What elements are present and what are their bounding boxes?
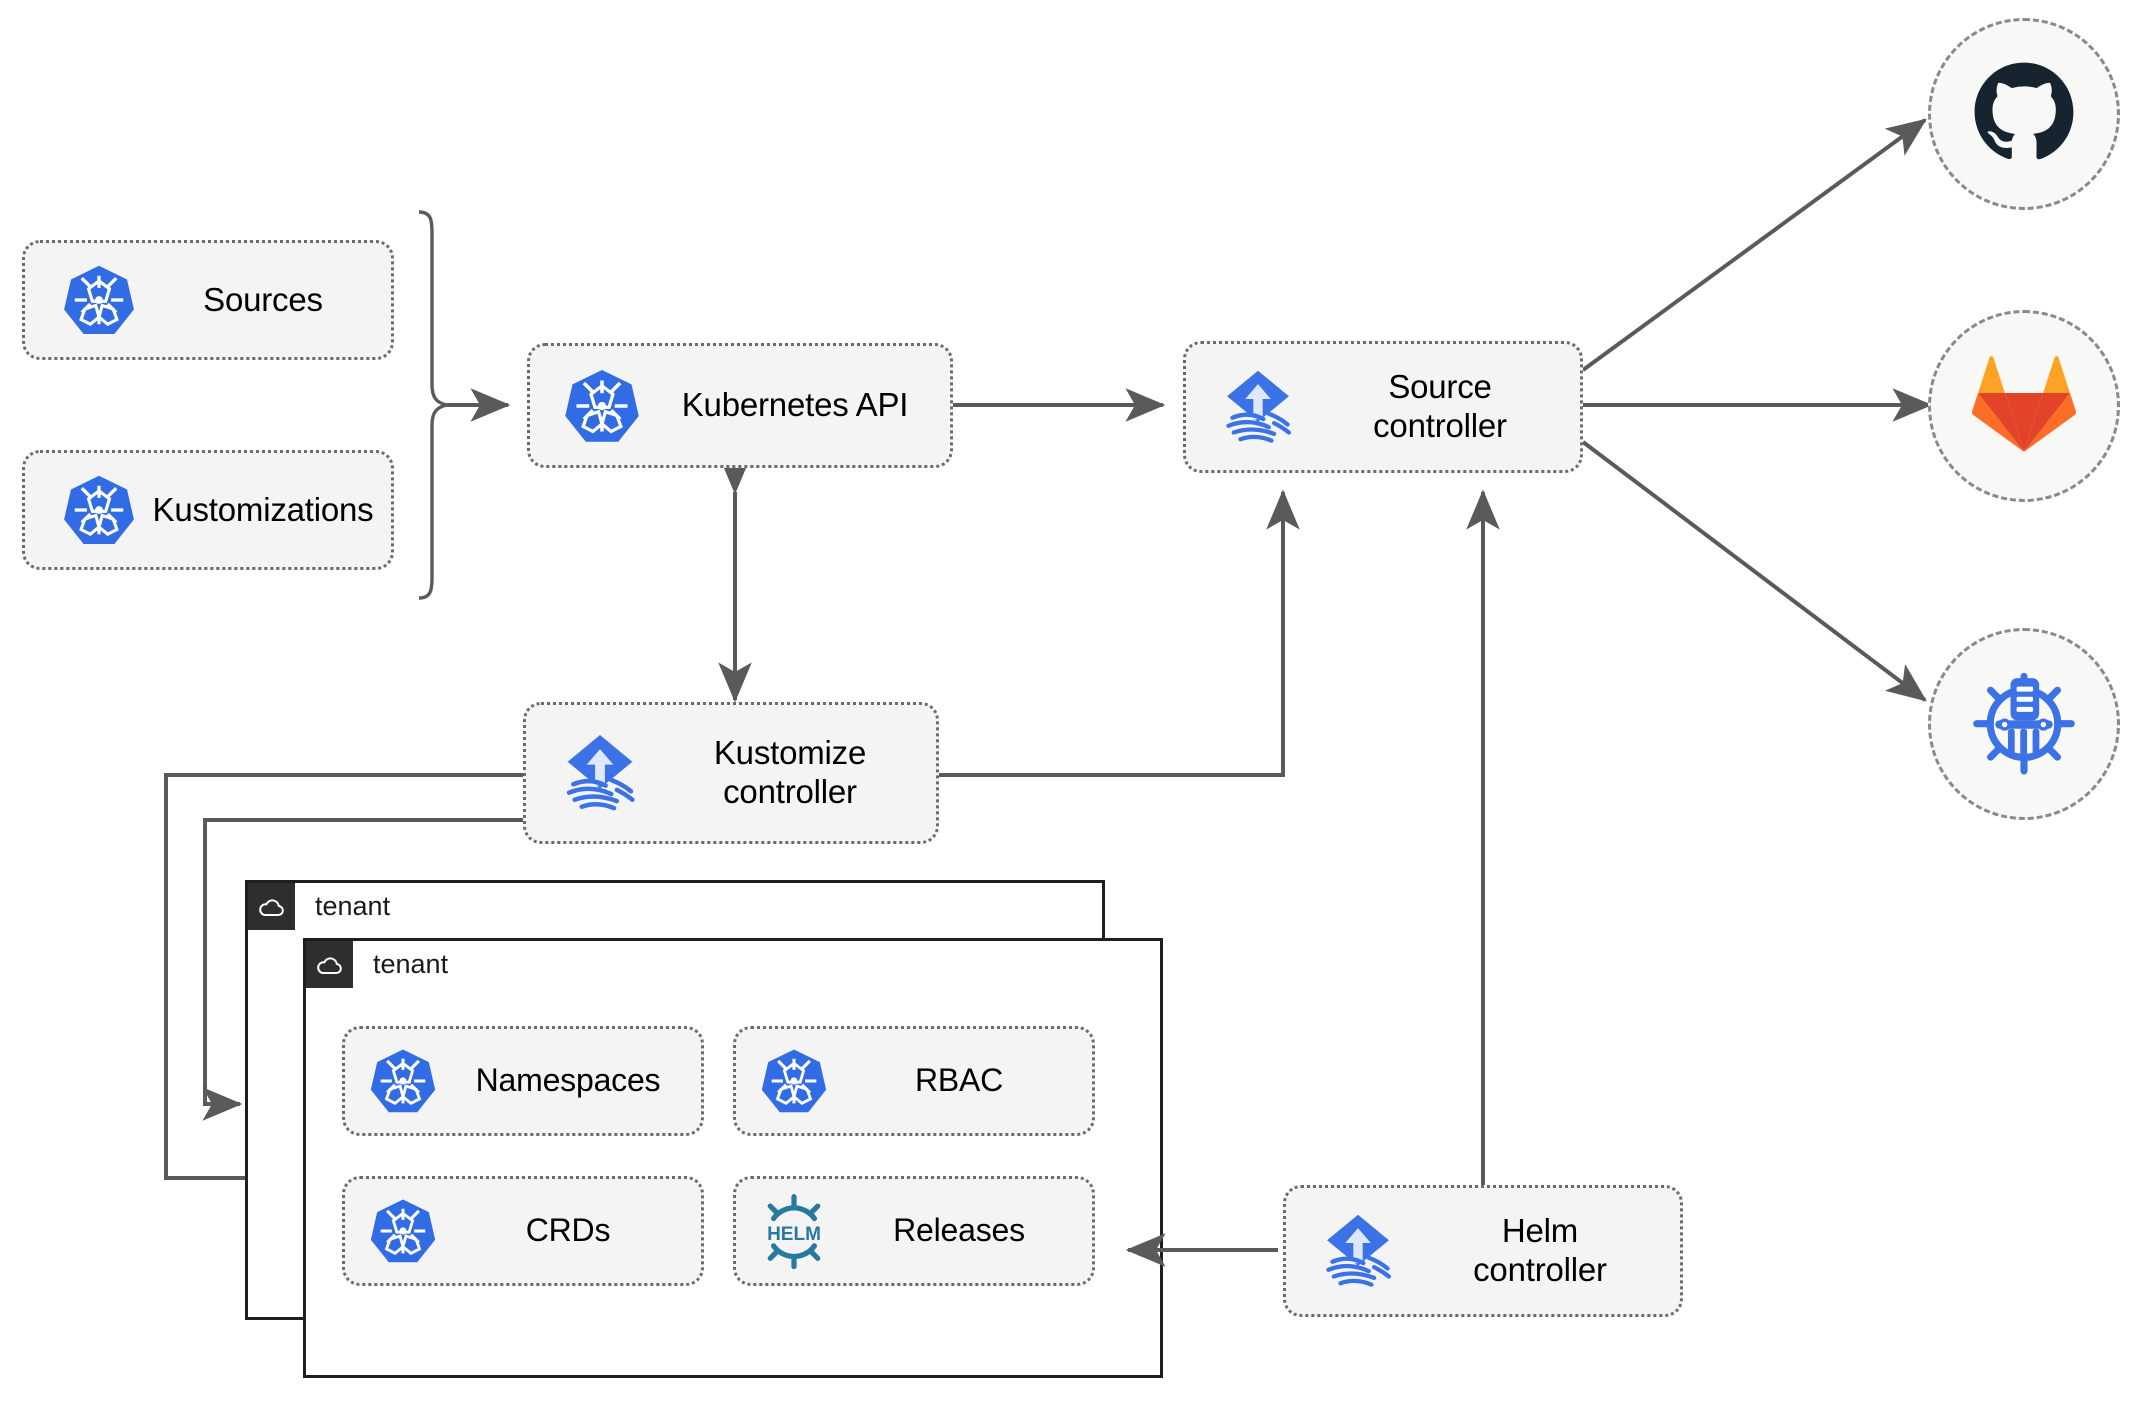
node-kustomize-controller[interactable]: Kustomize controller — [523, 702, 939, 844]
tenant-container-front[interactable]: tenant — [303, 938, 1163, 1378]
tenant-name: tenant — [373, 949, 449, 979]
node-kubernetes-api[interactable]: Kubernetes API — [527, 343, 953, 468]
kubernetes-icon — [552, 366, 652, 446]
endpoint-github[interactable] — [1928, 18, 2120, 210]
node-label: Helm controller — [1473, 1212, 1607, 1288]
node-label: Kustomize controller — [713, 734, 867, 810]
node-label: Sources — [203, 280, 323, 318]
github-icon — [1972, 60, 2076, 169]
endpoint-helm-repository[interactable] — [1928, 628, 2120, 820]
node-source-controller[interactable]: Source controller — [1183, 341, 1583, 473]
node-label: Releases — [893, 1212, 1025, 1249]
node-helm-controller[interactable]: Helm controller — [1283, 1185, 1683, 1317]
node-label: Kustomizations — [152, 490, 374, 528]
tenant-name: tenant — [315, 891, 391, 921]
node-kustomizations[interactable]: Kustomizations — [22, 450, 394, 570]
kubernetes-icon — [51, 262, 147, 338]
node-crds[interactable]: CRDs — [342, 1176, 704, 1286]
cloud-icon — [248, 883, 295, 930]
kubernetes-icon — [750, 1046, 838, 1116]
svg-text:HELM: HELM — [767, 1224, 821, 1245]
kubernetes-icon — [359, 1046, 447, 1116]
node-rbac[interactable]: RBAC — [733, 1026, 1095, 1136]
gitlab-icon — [1972, 352, 2076, 461]
node-label: Namespaces — [475, 1062, 661, 1099]
helm-repository-icon — [1970, 668, 2078, 781]
flux-icon — [544, 728, 656, 818]
kubernetes-icon — [359, 1196, 447, 1266]
node-sources[interactable]: Sources — [22, 240, 394, 360]
node-releases[interactable]: HELM Releases — [733, 1176, 1095, 1286]
flux-icon — [1204, 364, 1312, 450]
tenant-header: tenant — [306, 941, 448, 988]
node-label: RBAC — [914, 1062, 1004, 1099]
node-label: Kubernetes API — [681, 386, 909, 424]
kubernetes-icon — [51, 472, 147, 548]
flux-icon — [1304, 1208, 1412, 1294]
helm-icon: HELM — [750, 1193, 838, 1269]
node-label: Source controller — [1373, 368, 1507, 444]
node-namespaces[interactable]: Namespaces — [342, 1026, 704, 1136]
node-label: CRDs — [525, 1212, 611, 1249]
cloud-icon — [306, 941, 353, 988]
tenant-header: tenant — [248, 883, 390, 930]
endpoint-gitlab[interactable] — [1928, 310, 2120, 502]
